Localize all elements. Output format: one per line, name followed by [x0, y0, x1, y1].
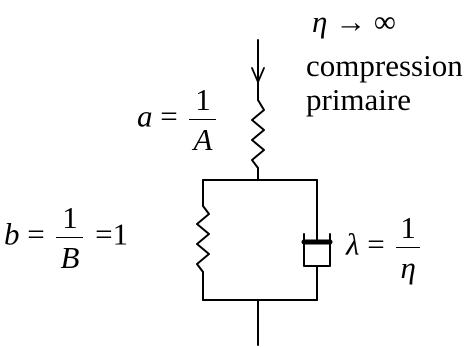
lambda-equation: λ = 1 η: [346, 212, 424, 283]
primaire-label: primaire: [306, 82, 412, 117]
a-variable: a: [137, 98, 153, 134]
a-fraction: 1 A: [189, 84, 217, 157]
lambda-equals: =: [367, 226, 385, 262]
spring-icon: [196, 205, 210, 273]
b-equals-second: =: [95, 216, 113, 252]
b-denominator: B: [60, 240, 80, 275]
lambda-denominator: η: [400, 250, 416, 285]
b-fraction: 1 B: [56, 202, 84, 275]
arrow-down-icon: [251, 39, 265, 83]
eta-limit-label: η → ∞: [312, 6, 396, 37]
b-equation: b = 1 B =1: [4, 202, 128, 273]
lambda-numerator: 1: [396, 212, 420, 248]
b-value: 1: [112, 216, 129, 252]
lambda-variable: λ: [346, 226, 360, 262]
b-equals: =: [27, 216, 45, 252]
eta-symbol: η: [312, 4, 328, 39]
b-variable: b: [4, 216, 20, 252]
a-equation: a = 1 A: [137, 84, 220, 155]
limit-arrow: →: [335, 4, 367, 39]
lambda-fraction: 1 η: [396, 212, 420, 283]
a-denominator: A: [193, 122, 213, 157]
a-equals: =: [160, 98, 178, 134]
dashpot-icon: [301, 179, 333, 301]
a-numerator: 1: [189, 84, 217, 120]
compression-label: compression: [306, 48, 463, 83]
b-numerator: 1: [56, 202, 84, 238]
spring-icon: [251, 99, 265, 169]
infinity-symbol: ∞: [373, 4, 396, 39]
